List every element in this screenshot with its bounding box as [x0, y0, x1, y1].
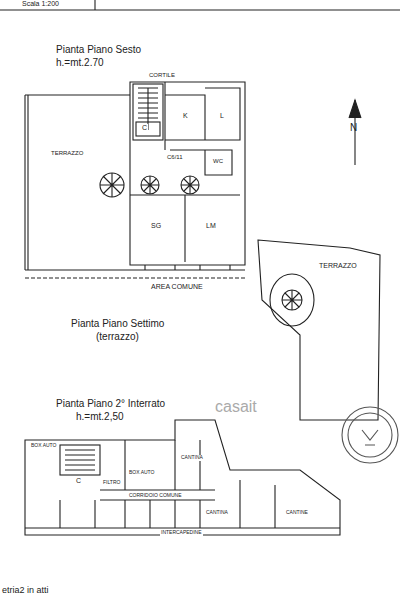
room-code: K: [182, 112, 189, 120]
north-label: N: [350, 122, 357, 133]
room-name: CANTINA: [205, 510, 229, 516]
watermark: casait: [215, 398, 257, 416]
area-name: TERRAZZO: [50, 150, 84, 157]
room-name: CANTINE: [285, 510, 309, 516]
floor-title: Pianta Piano Settimo: [70, 318, 165, 329]
scale-note: Scala 1:200: [22, 0, 59, 8]
room-code: WC: [212, 158, 224, 165]
area-name: TERRAZZO: [318, 262, 358, 270]
room-code: SG: [150, 222, 162, 230]
floor-subtitle: (terrazzo): [95, 331, 140, 342]
footer-note: etria2 in atti: [2, 586, 49, 596]
area-name: AREA COMUNE: [150, 283, 204, 291]
room-name: CANTINA: [180, 455, 204, 461]
area-name: CORTILE: [148, 72, 176, 79]
room-name: INTERCAPEDINE: [160, 530, 203, 536]
stair-code: C: [75, 477, 82, 485]
unit-code: C6/11: [166, 154, 184, 161]
room-name: CORRIDOIO COMUNE: [128, 493, 183, 499]
room-name: BOX AUTO: [30, 443, 57, 449]
height-note: h.=mt.2.70: [55, 57, 105, 68]
stair-code: C: [141, 124, 148, 132]
floor-title: Pianta Piano Sesto: [55, 44, 142, 55]
room-code: L: [219, 112, 225, 120]
room-name: FILTRO: [102, 480, 121, 486]
height-note: h.=mt.2,50: [75, 411, 125, 422]
room-name: BOX AUTO: [128, 470, 155, 476]
room-code: LM: [205, 222, 217, 230]
floor-title: Pianta Piano 2° Interrato: [55, 398, 166, 409]
